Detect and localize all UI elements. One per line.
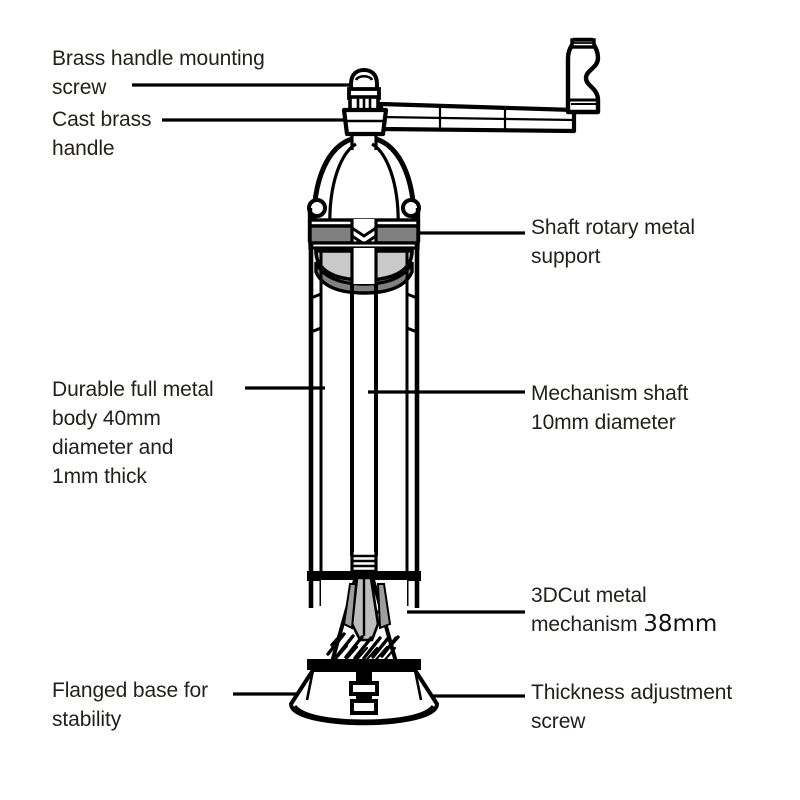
shaft-thread xyxy=(350,552,378,574)
callout-brass-handle-mounting-screw: Brass handle mounting screw xyxy=(52,47,265,99)
burr-teeth-hatching xyxy=(326,632,400,660)
handle-collar xyxy=(341,107,389,137)
thickness-adjustment-screw xyxy=(349,668,379,715)
crank-arm xyxy=(378,101,577,134)
crank-handle-knob xyxy=(565,37,601,115)
callout-3dcut-metal-mechanism: 3DCut metal mechanism 38mm xyxy=(531,581,793,639)
callout-cast-brass-handle: Cast brass handle xyxy=(52,108,152,160)
callout-flanged-base: Flanged base for stability xyxy=(52,679,209,731)
metal-body-tube xyxy=(308,243,420,608)
callout-shaft-rotary-metal-support: Shaft rotary metal support xyxy=(531,216,695,268)
support-cap xyxy=(314,248,414,295)
callout-mechanism-shaft: Mechanism shaft 10mm diameter xyxy=(531,382,689,434)
burr-cone-mechanism xyxy=(307,571,421,670)
mechanism-shaft xyxy=(350,284,378,574)
shaft-rotary-metal-support xyxy=(308,218,420,250)
brass-handle-mounting-screw xyxy=(347,67,381,113)
dimension-38mm: 38mm xyxy=(643,611,718,637)
callout-thickness-adjustment-screw: Thickness adjustment screw xyxy=(531,681,733,733)
callout-durable-full-metal-body: Durable full metal body 40mm diameter an… xyxy=(52,378,214,488)
callout-mechanism-text: 3DCut metal mechanism xyxy=(531,584,647,636)
